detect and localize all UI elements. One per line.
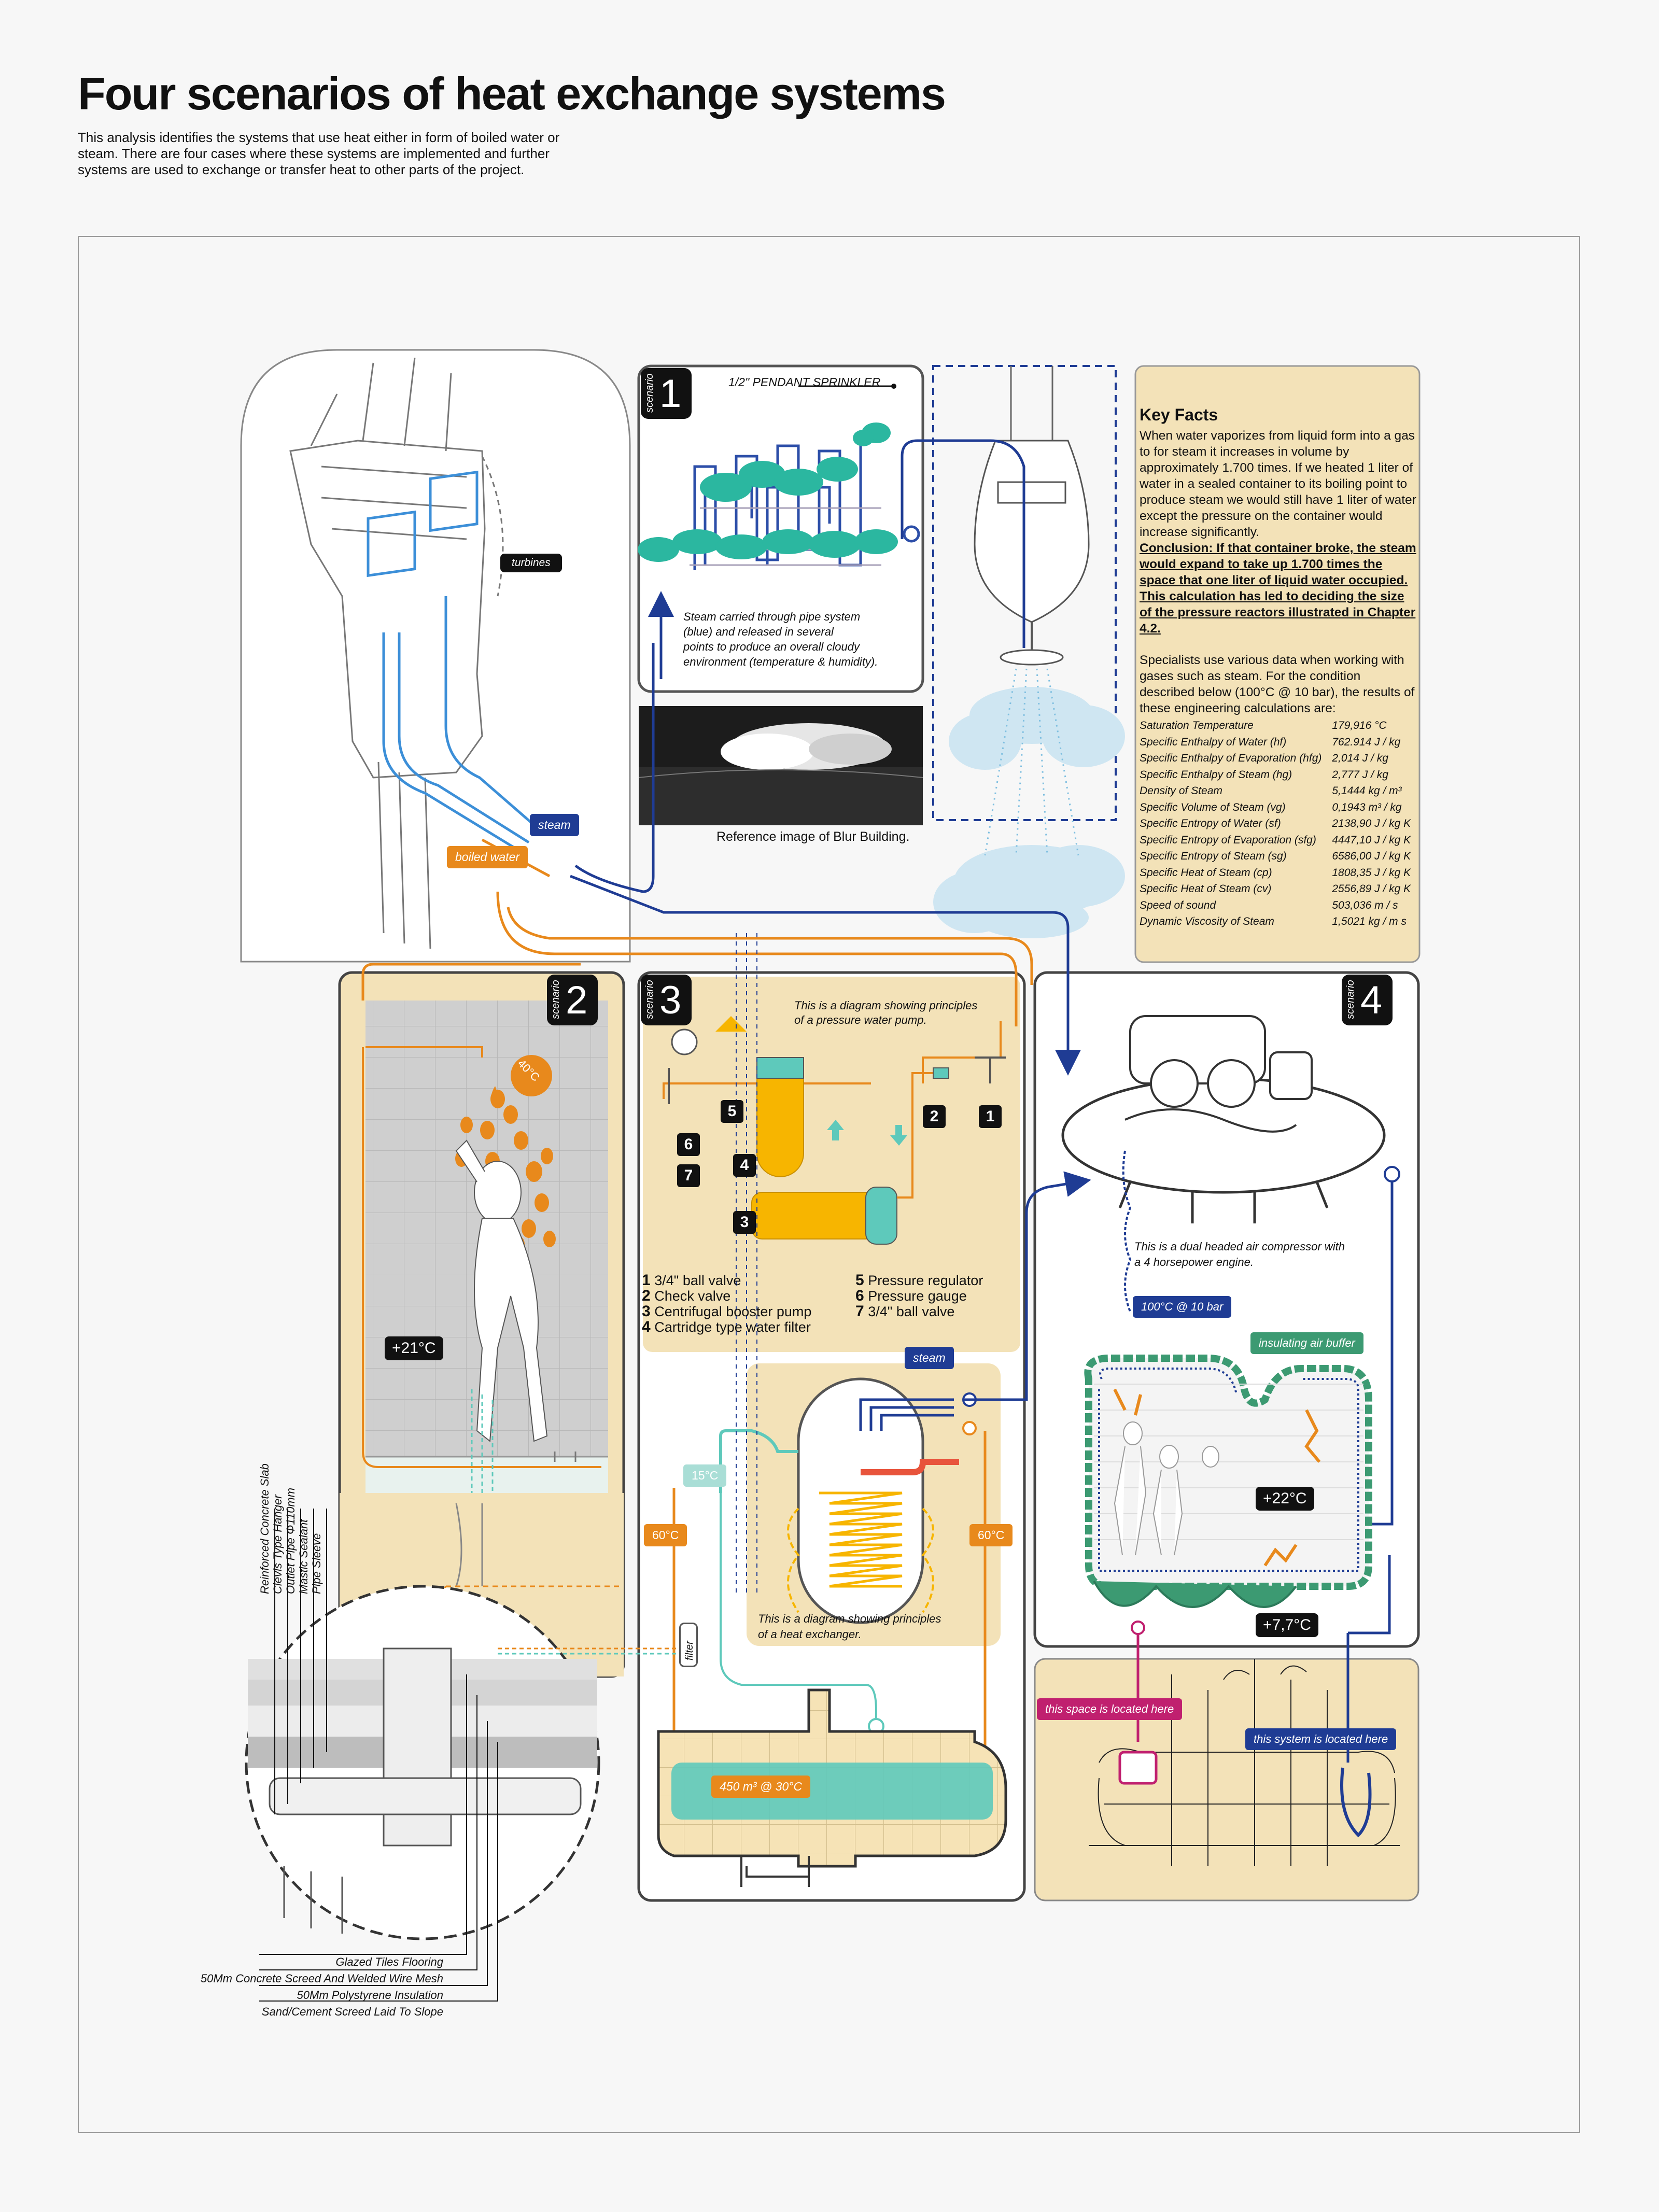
scenario-1-badge: scenario 1 [641, 368, 692, 419]
connecting-pipes [361, 643, 1091, 1655]
list-item: 4 Cartridge type water filter [642, 1318, 811, 1335]
pump-part-6: 6 [677, 1133, 700, 1156]
scenario-1-panel [637, 364, 924, 825]
sprinkler-detail [901, 365, 1125, 938]
key-facts-panel [1134, 365, 1421, 963]
table-row: Specific Enthalpy of Evaporation (hfg)2,… [1140, 752, 1388, 764]
space-location-tag: this space is located here [1037, 1698, 1183, 1720]
table-row: Specific Volume of Steam (vg)0,1943 m³ /… [1140, 801, 1402, 813]
hot-water-left-tag: 60°C [644, 1524, 687, 1546]
page-title: Four scenarios of heat exchange systems [78, 68, 946, 119]
key-facts-title: Key Facts [1140, 405, 1218, 424]
room-temp-4: +22°C [1256, 1487, 1314, 1511]
turbine-panel [240, 349, 631, 963]
room-temp-2: +21°C [385, 1336, 443, 1360]
key-facts: Key Facts When water vaporizes from liqu… [1136, 366, 1419, 962]
scenario-4-panel [1033, 971, 1420, 1901]
list-item: 1 3/4" ball valve [642, 1272, 741, 1289]
table-row: Specific Entropy of Steam (sg)6586,00 J … [1140, 850, 1411, 862]
scenario-1-caption: Steam carried through pipe system (blue)… [683, 610, 878, 668]
hot-water-right-tag: 60°C [969, 1524, 1013, 1546]
table-row: Specific Heat of Steam (cp)1808,35 J / k… [1140, 866, 1411, 879]
intro-paragraph: This analysis identifies the systems tha… [78, 130, 560, 177]
photo-caption: Reference image of Blur Building. [716, 829, 910, 844]
pump-part-7: 7 [677, 1164, 700, 1187]
outside-temp-4: +7,7°C [1256, 1613, 1318, 1637]
scenario-3-badge: scenario 3 [641, 975, 692, 1025]
pump-part-1: 1 [979, 1105, 1002, 1128]
scenario-2-panel [338, 971, 625, 1678]
pump-part-5: 5 [721, 1100, 743, 1123]
list-item: 6 Pressure gauge [855, 1287, 967, 1304]
list-item: 7 3/4" ball valve [855, 1303, 955, 1320]
floor-detail-circle [245, 1509, 600, 2002]
turbines-label: turbines [500, 554, 562, 572]
pool-tag: 450 m³ @ 30°C [711, 1776, 811, 1798]
table-row: Specific Entropy of Evaporation (sfg)444… [1140, 834, 1411, 846]
exchanger-caption: This is a diagram showing principles of … [758, 1612, 941, 1641]
pump-part-2: 2 [923, 1105, 946, 1128]
turbine-steam-tag: steam [530, 814, 579, 836]
system-location-tag: this system is located here [1245, 1728, 1397, 1750]
sprinkler-label: 1/2" PENDANT SPRINKLER [728, 375, 881, 389]
filter-box: filter [679, 1623, 698, 1667]
diagram-frame [78, 236, 1580, 2133]
turbine-boiled-water-tag: boiled water [447, 846, 528, 868]
table-row: Specific Entropy of Water (sf)2138,90 J … [1140, 818, 1411, 829]
exchanger-steam-tag: steam [905, 1347, 954, 1369]
key-facts-para2: Specialists use various data when workin… [1140, 653, 1415, 715]
cold-water-tag: 15°C [683, 1464, 727, 1487]
scenario-2-badge: scenario 2 [547, 975, 598, 1025]
scenario-3-panel [637, 971, 1026, 1902]
table-row: Specific Enthalpy of Steam (hg)2,777 J /… [1140, 768, 1388, 781]
key-facts-para1: When water vaporizes from liquid form in… [1140, 429, 1416, 539]
list-item: 5 Pressure regulator [855, 1272, 983, 1289]
table-row: Specific Heat of Steam (cv)2556,89 J / k… [1140, 883, 1411, 895]
scenario-4-badge: scenario 4 [1342, 975, 1393, 1025]
table-row: Specific Enthalpy of Water (hf)762.914 J… [1140, 736, 1401, 748]
air-buffer-tag: insulating air buffer [1250, 1332, 1363, 1354]
pump-part-4: 4 [733, 1154, 756, 1177]
pump-part-3: 3 [733, 1211, 756, 1234]
pump-caption: This is a diagram showing principles of … [794, 999, 978, 1026]
list-item: 3 Centrifugal booster pump [642, 1303, 812, 1320]
compressor-caption: This is a dual headed air compressor wit… [1134, 1240, 1345, 1269]
key-facts-conclusion: Conclusion: If that container broke, the… [1140, 541, 1416, 636]
list-item: 2 Check valve [642, 1287, 731, 1304]
condition-tag: 100°C @ 10 bar [1133, 1296, 1232, 1318]
